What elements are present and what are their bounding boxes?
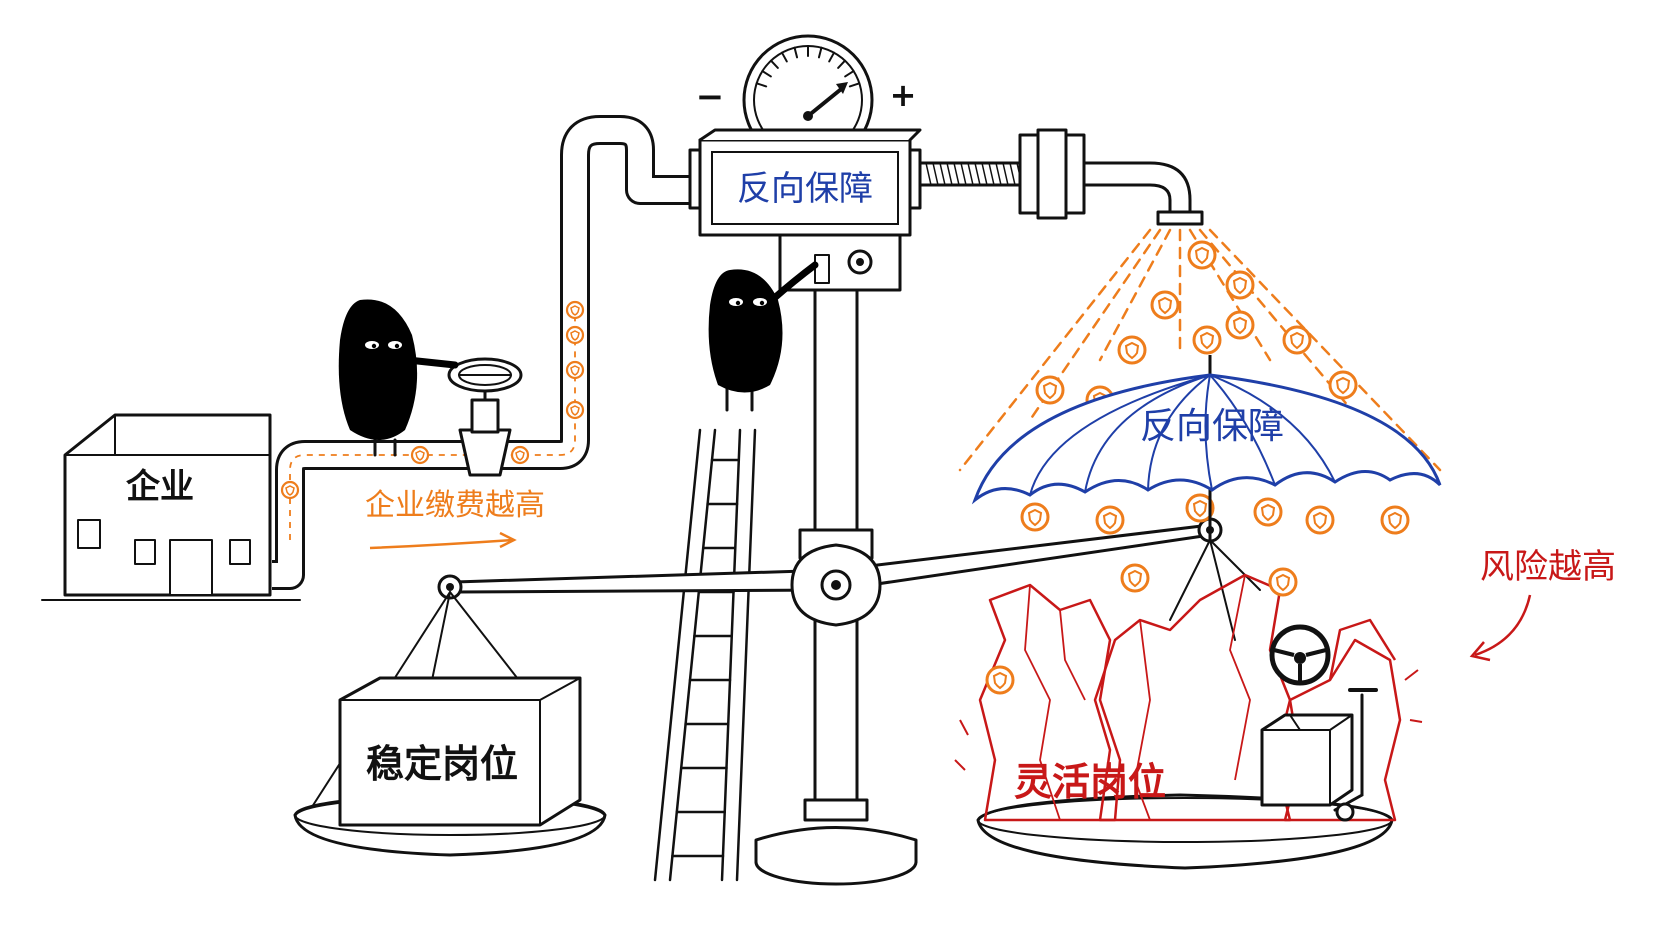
shield-coin-icon [1225, 270, 1255, 300]
shield-coin-icon [1120, 563, 1150, 593]
shield-coin-icon [1253, 497, 1283, 527]
shield-coin-icon [1095, 505, 1125, 535]
shield-coin-icon [1268, 567, 1298, 597]
shield-coin-icon [1187, 240, 1217, 270]
spray-ray [1028, 228, 1162, 422]
enterprise-pay-annotation: 企业缴费越高 [365, 488, 545, 550]
enterprise-label: 企业 [126, 467, 194, 507]
shield-coin-icon [985, 665, 1015, 695]
enterprise-pay-label: 企业缴费越高 [365, 488, 545, 523]
supply-pipe [272, 115, 700, 590]
steering-wheel-icon [1269, 624, 1331, 686]
shield-coin-icon [1282, 325, 1312, 355]
shield-coin-icon [1305, 505, 1335, 535]
coin-spray [958, 228, 1442, 695]
higher-risk-annotation: 风险越高 [1469, 547, 1616, 662]
umbrella-label: 反向保障 [1140, 406, 1284, 447]
higher-risk-label: 风险越高 [1480, 547, 1616, 587]
shield-coin-icon [1380, 505, 1410, 535]
flexible-job-label: 灵活岗位 [1014, 760, 1166, 804]
spray-ray [1098, 228, 1172, 362]
stable-job-pan: 稳定岗位 [293, 591, 607, 857]
shield-coin-icon [1150, 290, 1180, 320]
shield-coin-icon [1020, 502, 1050, 532]
stable-job-label: 稳定岗位 [366, 742, 518, 786]
shield-coin-icon [1225, 310, 1255, 340]
character-valve-operator [338, 299, 459, 457]
faucet-pipe [918, 128, 1204, 226]
spray-ray [958, 228, 1152, 472]
shield-coin-icon [1328, 370, 1358, 400]
reverse-guarantee-box: 反向保障 [688, 128, 922, 292]
shield-coin-icon [1192, 325, 1222, 355]
shield-coin-icon [1035, 375, 1065, 405]
enterprise-building: 企业 [41, 413, 301, 601]
ladder [653, 428, 757, 882]
box-label: 反向保障 [737, 169, 873, 209]
package-box-icon [1260, 713, 1354, 807]
hand-truck-icon [1333, 688, 1378, 822]
shield-coin-icon [1117, 335, 1147, 365]
fractured-blocks: 灵活岗位 [954, 573, 1423, 822]
gauge-plus-label: + [890, 76, 917, 114]
valve [447, 357, 523, 477]
spray-ray [1208, 228, 1442, 472]
gauge-minus-label: − [696, 77, 725, 117]
character-box-operator [708, 261, 819, 412]
umbrella: 反向保障 [971, 355, 1442, 540]
